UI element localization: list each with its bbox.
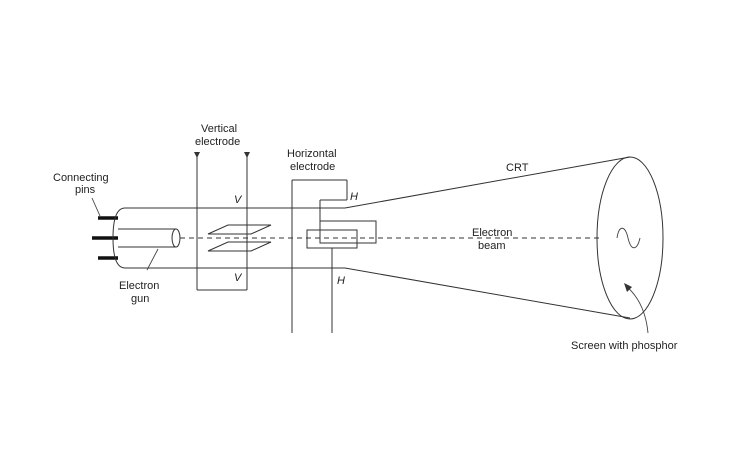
- electron-gun-label-2: gun: [131, 293, 149, 305]
- h-top-label: H: [350, 191, 358, 203]
- v-bottom-label: V: [234, 272, 243, 284]
- phosphor-screen: [596, 156, 664, 320]
- screen-leader-arrowhead: [624, 283, 632, 292]
- electron-gun-leader: [146, 248, 159, 271]
- h-bottom-label: H: [337, 275, 345, 287]
- electron-gun: [118, 228, 181, 248]
- electron-beam-label-2: beam: [478, 240, 506, 252]
- horizontal-electrode-label-2: electrode: [290, 161, 335, 173]
- horizontal-electrode: [291, 179, 377, 333]
- tube-neck: [112, 207, 345, 269]
- vertical-electrode: [194, 152, 272, 291]
- electron-gun-label-1: Electron: [119, 280, 159, 292]
- electron-beam-label-1: Electron: [472, 227, 512, 239]
- crt-label: CRT: [506, 162, 529, 174]
- connecting-pins-label-1: Connecting: [53, 172, 109, 184]
- sine-trace: [616, 227, 641, 249]
- v-top-label: V: [234, 194, 243, 206]
- horizontal-electrode-label-1: Horizontal: [287, 148, 337, 160]
- vertical-electrode-label-2: electrode: [195, 136, 240, 148]
- tube-cone: [344, 156, 631, 319]
- screen-leader: [625, 285, 649, 334]
- connecting-pins-label-2: pins: [75, 184, 96, 196]
- screen-with-phosphor-label: Screen with phosphor: [571, 340, 678, 352]
- connecting-pins-leader: [91, 197, 101, 217]
- vertical-electrode-label-1: Vertical: [201, 123, 237, 135]
